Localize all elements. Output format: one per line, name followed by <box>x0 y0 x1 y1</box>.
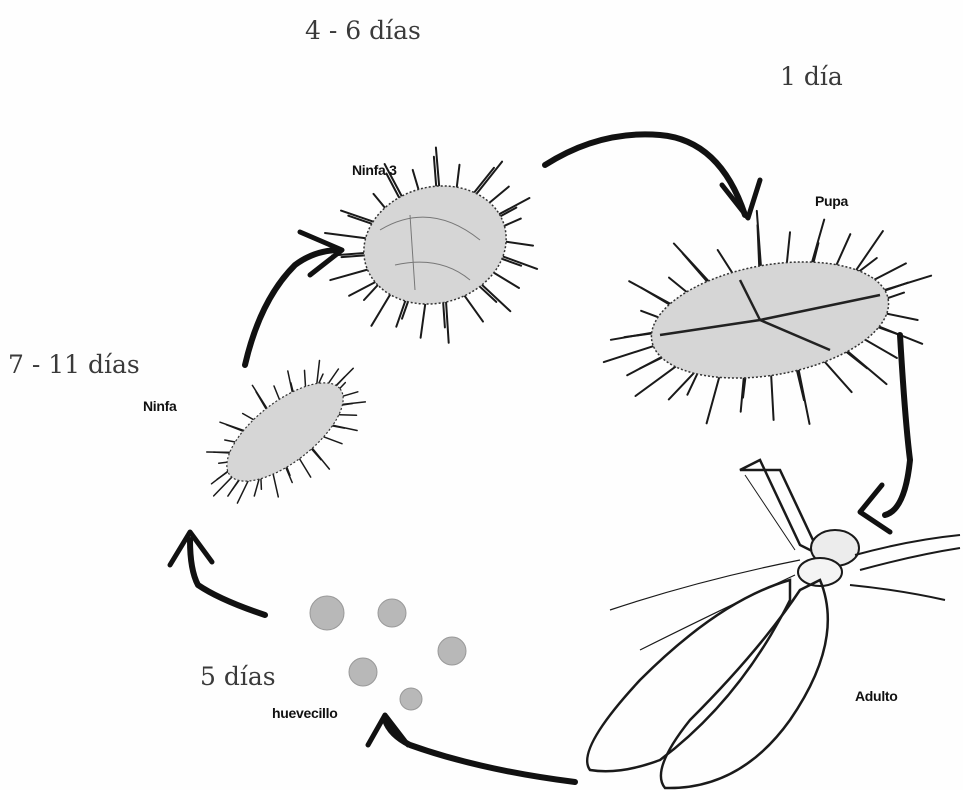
bristle <box>472 168 494 196</box>
duration-nymph3-label: 4 - 6 días <box>305 16 421 45</box>
bristle <box>499 255 537 269</box>
bristle <box>821 358 852 392</box>
bristle <box>220 422 247 431</box>
bristle <box>252 385 268 410</box>
egg <box>378 599 406 627</box>
bristle <box>629 281 676 307</box>
egg <box>310 596 344 630</box>
bristle <box>237 478 249 503</box>
bristle <box>834 234 850 270</box>
bristle <box>446 298 449 343</box>
bristle <box>707 372 721 423</box>
duration-egg-label: 5 días <box>200 662 276 691</box>
egg <box>438 637 466 665</box>
bristle <box>341 211 377 223</box>
stage-label-pupa: Pupa <box>815 193 848 209</box>
bristle <box>474 162 502 197</box>
arrow-nymph3-to-pupa <box>545 134 745 215</box>
arrow-head-adult <box>860 485 890 532</box>
stage-label-nymph3: Ninfa 3 <box>352 162 397 178</box>
bristle <box>298 456 311 477</box>
stage-label-adult: Adulto <box>855 688 898 704</box>
bristle <box>853 231 883 275</box>
bristle <box>490 271 519 288</box>
egg <box>400 688 422 710</box>
arrow-pupa-to-adult <box>885 335 910 515</box>
pupa-figure <box>604 211 931 424</box>
bristle <box>771 371 774 420</box>
bristle <box>674 244 712 286</box>
duration-pupa-label: 1 día <box>780 62 843 91</box>
nymph-figure <box>207 361 365 504</box>
bristle <box>462 292 483 321</box>
stage-label-nymph: Ninfa <box>143 398 177 414</box>
bristle <box>330 269 371 281</box>
bristle <box>371 291 392 326</box>
egg <box>349 658 377 686</box>
bristle <box>479 282 510 311</box>
bristle <box>421 300 426 338</box>
arrow-nymph-to-nymph3 <box>245 250 340 365</box>
bristle <box>325 233 370 239</box>
duration-nymph-label: 7 - 11 días <box>8 350 140 379</box>
adult-figure <box>587 460 960 788</box>
bristle <box>604 344 661 362</box>
egg-cluster <box>310 596 466 710</box>
bristle <box>273 471 279 497</box>
arrow-adult-to-egg <box>385 720 575 782</box>
bristle <box>496 198 530 216</box>
stage-label-egg: huevecillo <box>272 705 337 721</box>
bristle <box>502 241 533 246</box>
